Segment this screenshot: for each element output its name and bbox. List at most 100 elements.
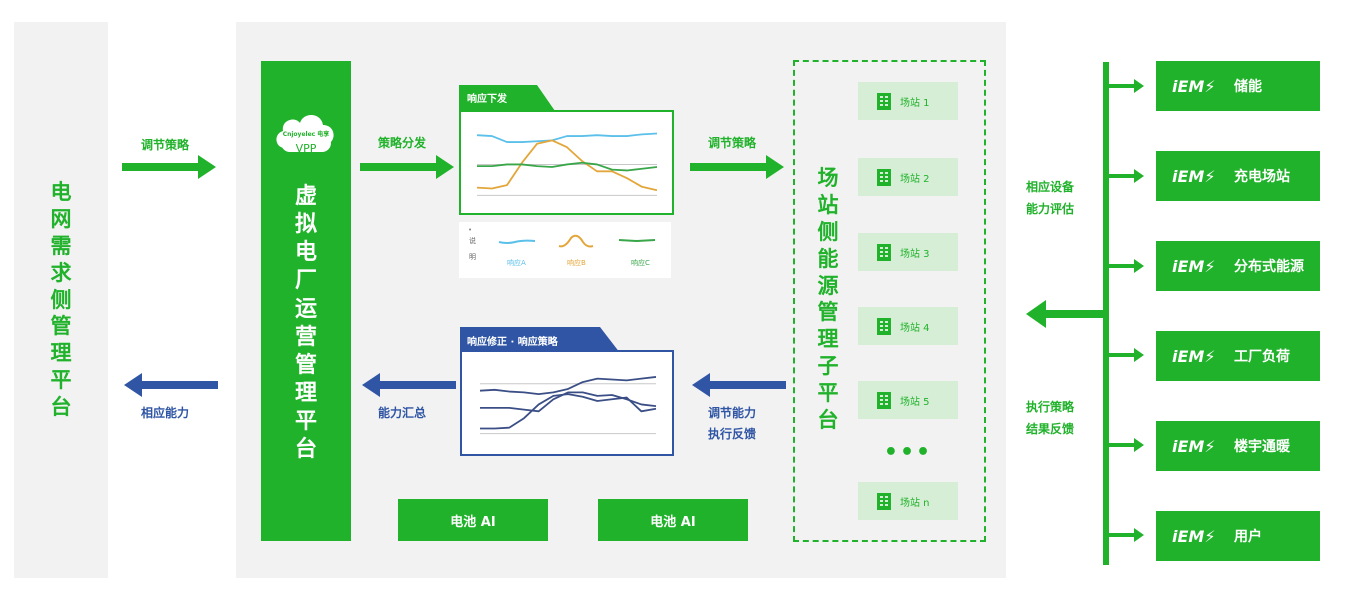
chart-bottom-tab-label: 响应修正 · 响应策略: [467, 337, 558, 348]
title-char: 运: [294, 296, 317, 322]
building-icon: [877, 169, 891, 186]
battery-ai-button[interactable]: 电池 AI: [598, 499, 748, 541]
station-label: 场站 1: [900, 97, 930, 109]
title-char: 管: [294, 352, 317, 378]
title-char: 平: [50, 368, 72, 393]
arrow-right-icon: [360, 155, 454, 179]
station-label: 场站 4: [900, 322, 930, 334]
title-char: 子: [817, 354, 839, 379]
station-label: 场站 2: [900, 173, 930, 185]
arrow-right-icon: [1108, 169, 1144, 183]
iems-item-label: 用户: [1234, 529, 1262, 545]
series-line-2: [476, 139, 658, 192]
legend-bullet: •: [468, 226, 473, 234]
corresponding-capacity-label: 相应能力: [141, 406, 190, 420]
station-item[interactable]: 场站 n: [858, 482, 958, 520]
adjust-capacity-label: 调节能力: [708, 406, 757, 420]
iems-logo: iEM⚡: [1172, 436, 1216, 456]
chart-top-tab-label: 响应下发: [467, 94, 507, 105]
iems-item-user[interactable]: iEM⚡ 用户: [1156, 511, 1320, 561]
building-icon: [877, 493, 891, 510]
iems-item-storage[interactable]: iEM⚡ 储能: [1156, 61, 1320, 111]
iems-logo: iEM⚡: [1172, 166, 1216, 186]
legend-item-a: 响应A: [507, 259, 526, 267]
title-char: 平: [817, 381, 839, 405]
capability-evaluation-line: 相应设备: [1026, 180, 1075, 194]
station-label: 场站 3: [900, 248, 930, 260]
title-char: 平: [294, 409, 317, 435]
response-dispatch-chart: [459, 110, 674, 215]
arrow-right-icon: [1108, 438, 1144, 452]
chart-tab-shape: [459, 85, 555, 111]
title-char: 能: [817, 246, 839, 271]
series-line-2: [480, 391, 657, 413]
title-char: 站: [817, 192, 839, 217]
station-item[interactable]: 场站 4: [858, 307, 958, 345]
station-item[interactable]: 场站 5: [858, 381, 958, 419]
station-item[interactable]: 场站 3: [858, 233, 958, 271]
title-char: 侧: [50, 287, 72, 312]
title-char: 理: [294, 381, 317, 407]
arrow-right-icon: [1108, 79, 1144, 93]
building-icon: [877, 318, 891, 335]
building-icon: [877, 93, 891, 110]
title-char: 电: [50, 180, 72, 205]
series-line-1: [479, 376, 657, 396]
iems-item-factory-load[interactable]: iEM⚡ 工厂负荷: [1156, 331, 1320, 381]
title-char: 场: [817, 166, 839, 190]
iems-item-label: 楼宇通暖: [1234, 439, 1290, 455]
station-subplatform-title: 场 站 侧 能 源 管 理 子 平 台: [808, 165, 848, 434]
iems-logo: iEM⚡: [1172, 76, 1216, 96]
legend-caption: 说: [469, 237, 476, 245]
station-item[interactable]: 场站 2: [858, 158, 958, 196]
legend-swatches: [498, 234, 656, 248]
arrow-left-icon: [124, 373, 218, 397]
execution-feedback-label: 执行反馈: [708, 427, 757, 441]
iems-item-distributed-energy[interactable]: iEM⚡ 分布式能源: [1156, 241, 1320, 291]
iems-item-charging[interactable]: iEM⚡ 充电场站: [1156, 151, 1320, 201]
arrow-right-icon: [690, 155, 784, 179]
result-feedback-line: 执行策略: [1026, 400, 1075, 414]
iems-logo: iEM⚡: [1172, 526, 1216, 546]
grid-demand-platform: 电 网 需 求 侧 管 理 平 台: [14, 22, 108, 578]
building-icon: [877, 392, 891, 409]
station-item[interactable]: 场站 1: [858, 82, 958, 120]
iems-logo: iEM⚡: [1172, 256, 1216, 276]
legend-item-c: 响应C: [631, 259, 650, 267]
series-line-3: [477, 161, 658, 172]
more-stations-ellipsis: •••: [883, 440, 933, 465]
chart-tab-shape: [460, 327, 620, 353]
title-char: 营: [294, 324, 317, 350]
response-correction-chart: [460, 350, 674, 456]
arrow-right-icon: [122, 155, 216, 179]
title-char: 源: [817, 273, 839, 298]
response-correction-chart-plot: [479, 376, 657, 435]
title-char: 电: [294, 240, 317, 266]
title-char: 拟: [294, 212, 317, 238]
title-char: 求: [50, 260, 72, 285]
legend-item-b: 响应B: [567, 259, 586, 267]
station-energy-subplatform: [793, 60, 986, 542]
regulate-strategy-right-label: 调节策略: [708, 136, 757, 150]
capability-evaluation-line: 能力评估: [1026, 202, 1075, 216]
arrow-left-icon: [1026, 300, 1108, 328]
title-char: 台: [817, 407, 839, 432]
grid-demand-platform-title: 电 网 需 求 侧 管 理 平 台: [51, 179, 72, 421]
title-char: 管: [817, 300, 839, 325]
vpp-platform-title: 虚 拟 电 厂 运 营 管 理 平 台: [261, 183, 351, 465]
strategy-distribution-label: 策略分发: [378, 136, 427, 150]
vpp-label: VPP: [295, 142, 317, 155]
legend-caption: 明: [469, 253, 476, 261]
arrow-right-icon: [1108, 528, 1144, 542]
title-char: 管: [50, 314, 72, 339]
battery-ai-button[interactable]: 电池 AI: [398, 499, 548, 541]
iems-item-label: 工厂负荷: [1234, 349, 1290, 365]
iems-logo: iEM⚡: [1172, 346, 1216, 366]
station-label: 场站 5: [900, 396, 930, 408]
iems-item-building-hvac[interactable]: iEM⚡ 楼宇通暖: [1156, 421, 1320, 471]
title-char: 理: [50, 341, 72, 366]
title-char: 台: [50, 395, 72, 420]
vpp-brand-logo: Cnjoyelec 电享: [282, 131, 330, 138]
cloud-icon: [276, 114, 334, 152]
building-icon: [877, 244, 891, 261]
